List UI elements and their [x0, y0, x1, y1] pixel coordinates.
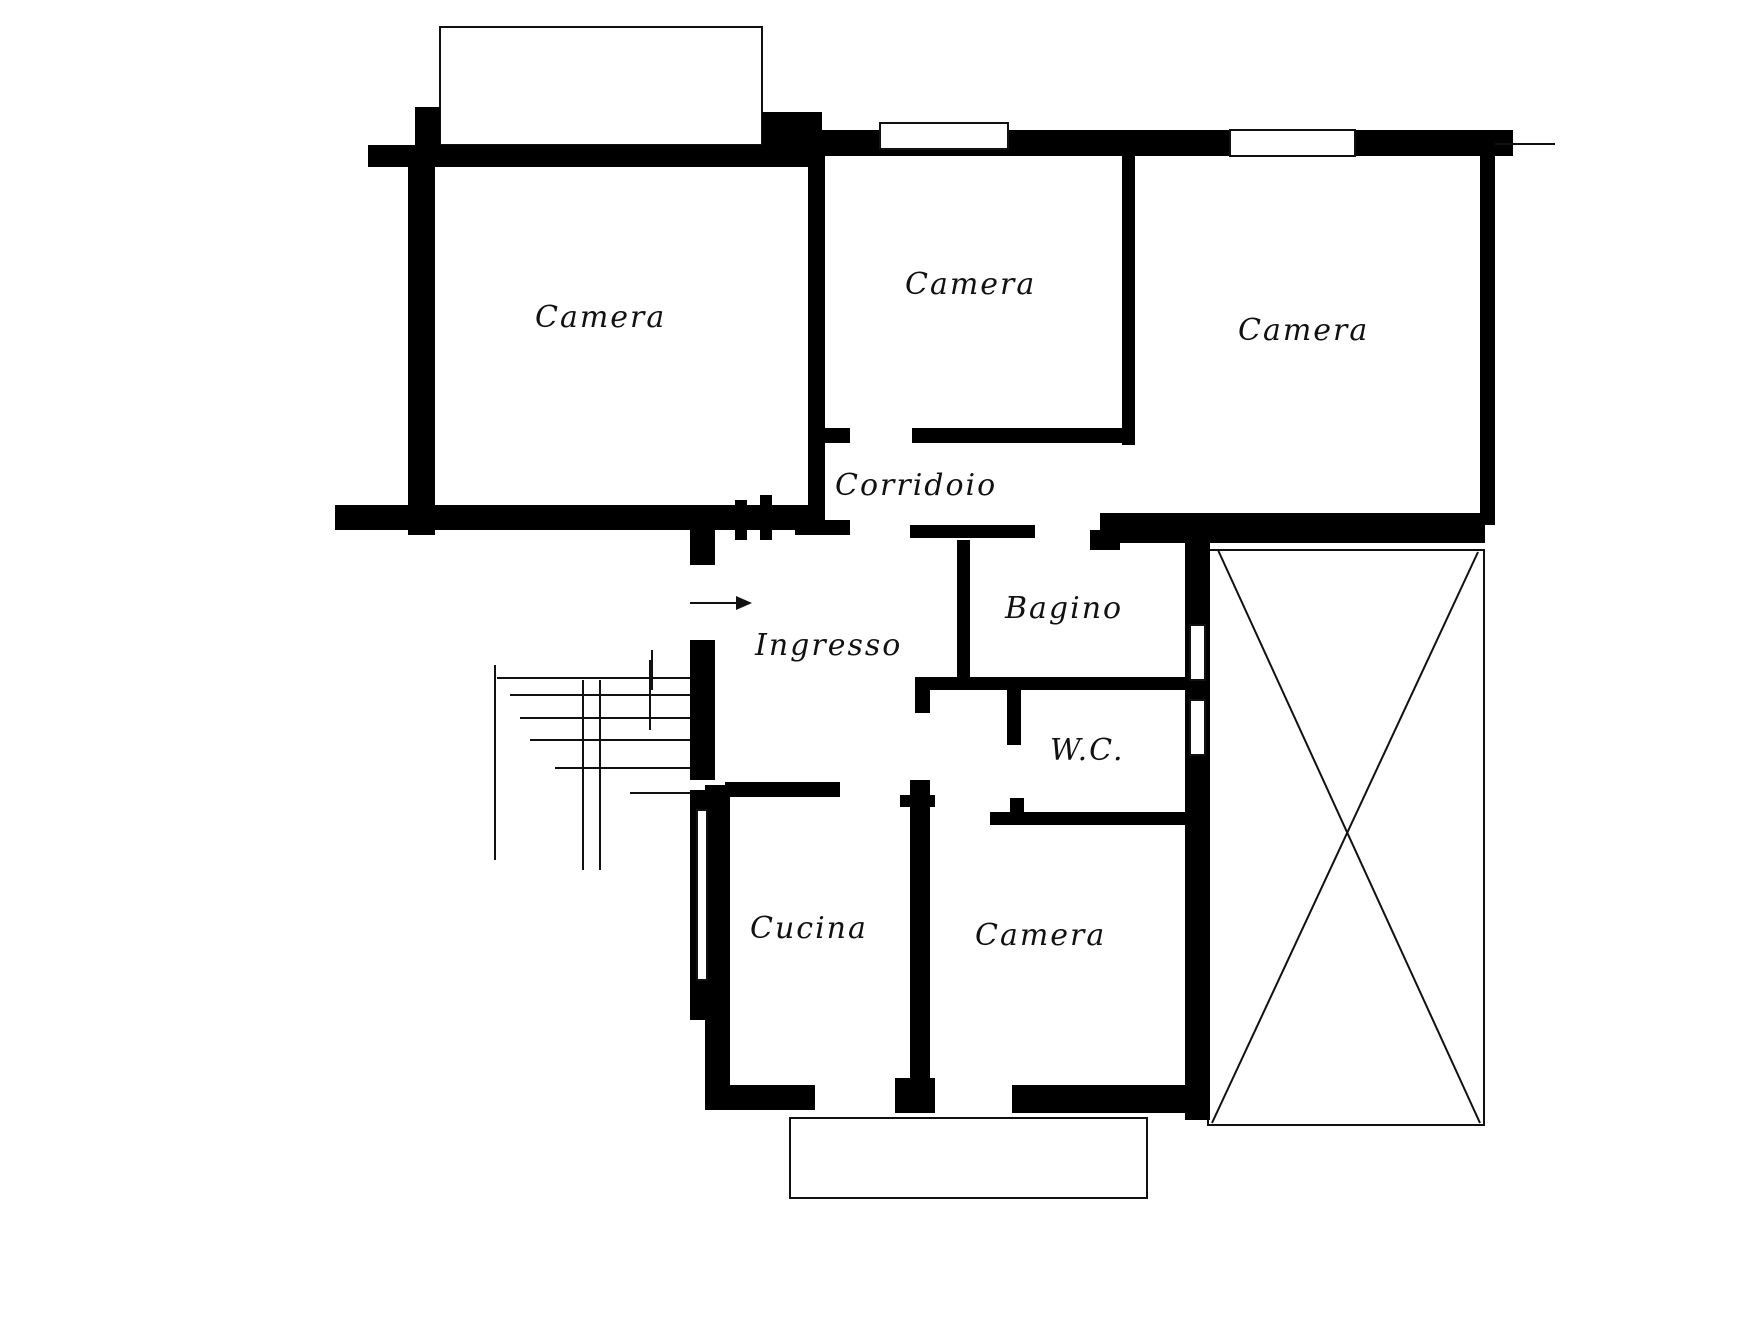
terrace: [1207, 549, 1485, 1126]
windows: [696, 122, 1356, 981]
walls: [335, 107, 1513, 1120]
room-label-camera-2: Camera: [905, 267, 1036, 302]
room-label-cucina: Cucina: [750, 911, 868, 946]
staircase: [494, 650, 690, 870]
entrance-arrow-icon: [690, 596, 752, 610]
balcony-bottom: [789, 1117, 1148, 1199]
room-label-bagno: Bagino: [1004, 591, 1123, 626]
room-label-ingresso: Ingresso: [754, 628, 902, 663]
room-label-camera-4: Camera: [975, 918, 1106, 953]
room-label-camera-1: Camera: [535, 300, 666, 335]
room-label-camera-3: Camera: [1238, 313, 1369, 348]
room-label-wc: W.C.: [1050, 733, 1125, 768]
balcony-top: [439, 26, 763, 146]
room-label-corridoio: Corridoio: [835, 468, 997, 503]
